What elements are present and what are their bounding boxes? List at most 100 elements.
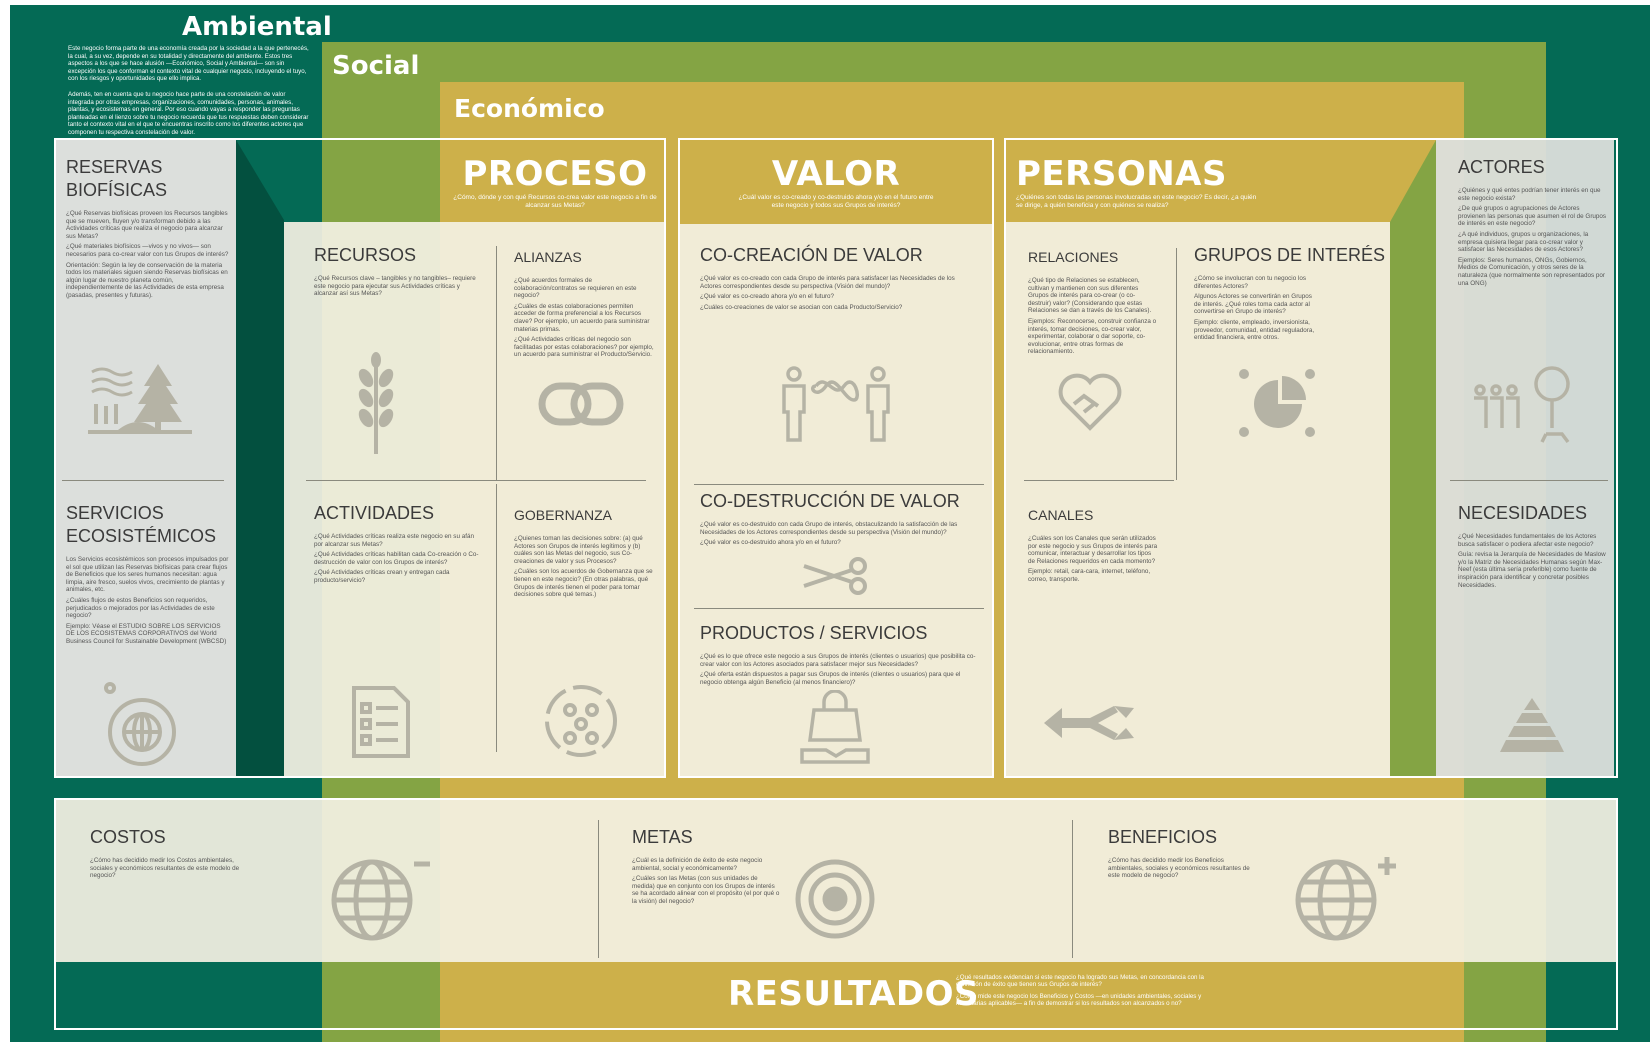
costos-title: Costos — [90, 827, 166, 847]
beneficios-questions: ¿Cómo has decidido medir los Beneficios … — [1108, 857, 1258, 880]
forest-icon — [88, 360, 192, 436]
outcomes-divider-2 — [1072, 820, 1074, 958]
grupos-section: Grupos de interés ¿Cómo se involucran co… — [1194, 244, 1390, 345]
proceso-vertical-divider-top — [496, 246, 498, 480]
intro-text: Este negocio forma parte de una economía… — [68, 45, 312, 137]
costos-questions: ¿Cómo has decidido medir los Costos ambi… — [90, 857, 250, 880]
valor-frame — [678, 138, 994, 778]
codestruccion-q2: ¿Qué valor es co-destruido ahora y/o en … — [700, 539, 841, 547]
outcomes-frame — [54, 798, 1618, 1030]
reservas-q1: ¿Qué Reservas biofísicas proveen los Rec… — [66, 210, 228, 240]
necesidades-title: Necesidades — [1458, 503, 1588, 523]
ambiental-diagonal-strip — [236, 140, 284, 776]
actores-divider — [1450, 480, 1608, 482]
target-icon — [794, 858, 876, 940]
proceso-panel — [284, 222, 664, 776]
ambiental-title: Ambiental — [182, 12, 332, 42]
family-tree-icon — [1472, 364, 1578, 446]
cocreacion-section: Co-creación de valor ¿Qué valor es co-cr… — [700, 244, 970, 314]
personas-vertical-divider — [1176, 248, 1178, 480]
gobernanza-questions: ¿Quienes toman las decisiones sobre: (a)… — [514, 535, 654, 599]
valor-divider-2 — [694, 608, 984, 610]
recursos-title: Recursos — [314, 245, 417, 265]
alianzas-q3: ¿Qué Actividades críticas del negocio so… — [514, 336, 654, 359]
alianzas-q1: ¿Qué acuerdos formales de colaboración/c… — [514, 277, 637, 300]
canales-section: Canales ¿Cuáles son los Canales que será… — [1028, 504, 1158, 587]
valor-panel — [680, 140, 992, 776]
valor-title: Valor — [771, 154, 901, 194]
pyramid-icon — [1500, 696, 1564, 754]
metas-questions: ¿Cuál es la definición de éxito de este … — [632, 857, 782, 906]
personas-header: Personas ¿Quiénes son todas las personas… — [1016, 154, 1262, 210]
left-divider — [62, 480, 224, 482]
productos-section: Productos / Servicios ¿Qué es lo que ofr… — [700, 622, 976, 689]
reservas-servicios-panel — [56, 140, 236, 776]
cocreacion-questions: ¿Qué valor es co-creado con cada Grupo d… — [700, 275, 970, 311]
codestruccion-q1: ¿Qué valor es co-destruido con cada Grup… — [700, 521, 958, 536]
cocreacion-q1: ¿Qué valor es co-creado con cada Grupo d… — [700, 275, 955, 290]
metas-section: Metas ¿Cuál es la definición de éxito de… — [632, 826, 782, 909]
gobernanza-title: Gobernanza — [514, 507, 613, 523]
cocreacion-q3: ¿Cuáles co-creaciones de valor se asocia… — [700, 303, 903, 311]
relaciones-title: Relaciones — [1028, 249, 1119, 265]
alianzas-questions: ¿Qué acuerdos formales de colaboración/c… — [514, 277, 654, 359]
productos-q1: ¿Qué es lo que ofrece este negocio a sus… — [700, 653, 976, 668]
social-title: Social — [332, 51, 420, 81]
resultados-band-eco — [440, 964, 1464, 1028]
personas-panel — [1006, 222, 1390, 776]
valor-header: Valor ¿Cuál valor es co-creado y co-dest… — [736, 154, 936, 210]
productos-title: Productos / Servicios — [700, 623, 928, 643]
actores-section: Actores ¿Quiénes y qué entes podrían ten… — [1458, 156, 1608, 290]
grupos-q3: Ejemplo: cliente, empleado, inversionist… — [1194, 318, 1315, 342]
servicios-title: Servicios ecosistémicos — [66, 503, 217, 546]
resultados-title: Resultados — [728, 974, 980, 1014]
cocreacion-q2: ¿Qué valor es co-creado ahora y/o en el … — [700, 293, 835, 301]
relaciones-divider — [1024, 480, 1174, 482]
beneficios-section: Beneficios ¿Cómo has decidido medir los … — [1108, 826, 1258, 883]
productos-q2: ¿Qué oferta están dispuestos a pagar sus… — [700, 671, 961, 686]
necesidades-q2: Guía: revisa la Jerarquía de Necesidades… — [1458, 551, 1606, 589]
necesidades-q1: ¿Qué Necesidades fundamentales de los Ac… — [1458, 533, 1597, 548]
beneficios-title: Beneficios — [1108, 827, 1218, 847]
resultados-q1: ¿Qué resultados evidencian si este negoc… — [956, 974, 1204, 989]
servicios-section: Servicios ecosistémicos Los Servicios ec… — [66, 502, 230, 649]
alianzas-q2: ¿Cuáles de estas colaboraciones permiten… — [514, 302, 650, 333]
globe-cycle-icon — [100, 680, 184, 770]
recursos-section: Recursos ¿Qué Recursos clave – tangibles… — [314, 244, 480, 301]
proceso-vertical-divider-bottom — [496, 484, 498, 752]
actividades-section: Actividades ¿Qué Actividades críticas re… — [314, 502, 484, 588]
actores-title: Actores — [1458, 157, 1545, 177]
team-cycle-icon — [542, 682, 620, 760]
gobernanza-q1: ¿Quienes toman las decisiones sobre: (a)… — [514, 535, 643, 565]
proceso-header-bg — [440, 140, 664, 222]
checklist-icon — [350, 684, 412, 760]
co-creation-people-icon — [780, 366, 892, 442]
proceso-question: ¿Cómo, dónde y con qué Recursos co-crea … — [453, 194, 657, 209]
alianzas-section: Alianzas ¿Qué acuerdos formales de colab… — [514, 246, 654, 362]
grupos-title: Grupos de interés — [1194, 245, 1386, 265]
beneficios-q1: ¿Cómo has decidido medir los Beneficios … — [1108, 857, 1250, 880]
gobernanza-section: Gobernanza ¿Quienes toman las decisiones… — [514, 504, 654, 602]
proceso-title: Proceso — [462, 154, 648, 194]
valor-question: ¿Cuál valor es co-creado y co-destruido … — [738, 194, 934, 209]
personas-question: ¿Quiénes son todas las personas involucr… — [1016, 194, 1257, 209]
recursos-questions: ¿Qué Recursos clave – tangibles y no tan… — [314, 275, 480, 298]
reservas-questions: ¿Qué Reservas biofísicas proveen los Rec… — [66, 210, 230, 300]
actores-q4: Ejemplos: Seres humanos, ONGs, Gobiernos… — [1458, 256, 1606, 287]
proceso-header: Proceso ¿Cómo, dónde y con qué Recursos … — [450, 154, 660, 210]
canales-q1: ¿Cuáles son los Canales que serán utiliz… — [1028, 535, 1158, 565]
reservas-section: Reservas biofísicas ¿Qué Reservas biofís… — [66, 156, 230, 303]
actores-q3: ¿A qué individuos, grupos u organizacion… — [1458, 230, 1589, 254]
reservas-q3: Orientación: Según la ley de conservació… — [66, 261, 228, 299]
cocreacion-title: Co-creación de valor — [700, 245, 923, 265]
servicios-q3: Ejemplo: Véase el ESTUDIO SOBRE LOS SERV… — [66, 622, 227, 645]
personas-header-bg — [1006, 140, 1390, 222]
canales-questions: ¿Cuáles son los Canales que serán utiliz… — [1028, 535, 1158, 584]
actores-necesidades-panel — [1436, 140, 1614, 776]
globe-minus-icon — [330, 858, 434, 942]
resultados-band-soc-right — [1464, 964, 1546, 1028]
grupos-questions: ¿Cómo se involucran con tu negocio los d… — [1194, 275, 1320, 342]
relaciones-questions: ¿Qué tipo de Relaciones se establecen, c… — [1028, 277, 1158, 356]
wheat-icon — [346, 352, 406, 456]
actividades-q3: ¿Qué Actividades críticas crean y entreg… — [314, 569, 450, 584]
